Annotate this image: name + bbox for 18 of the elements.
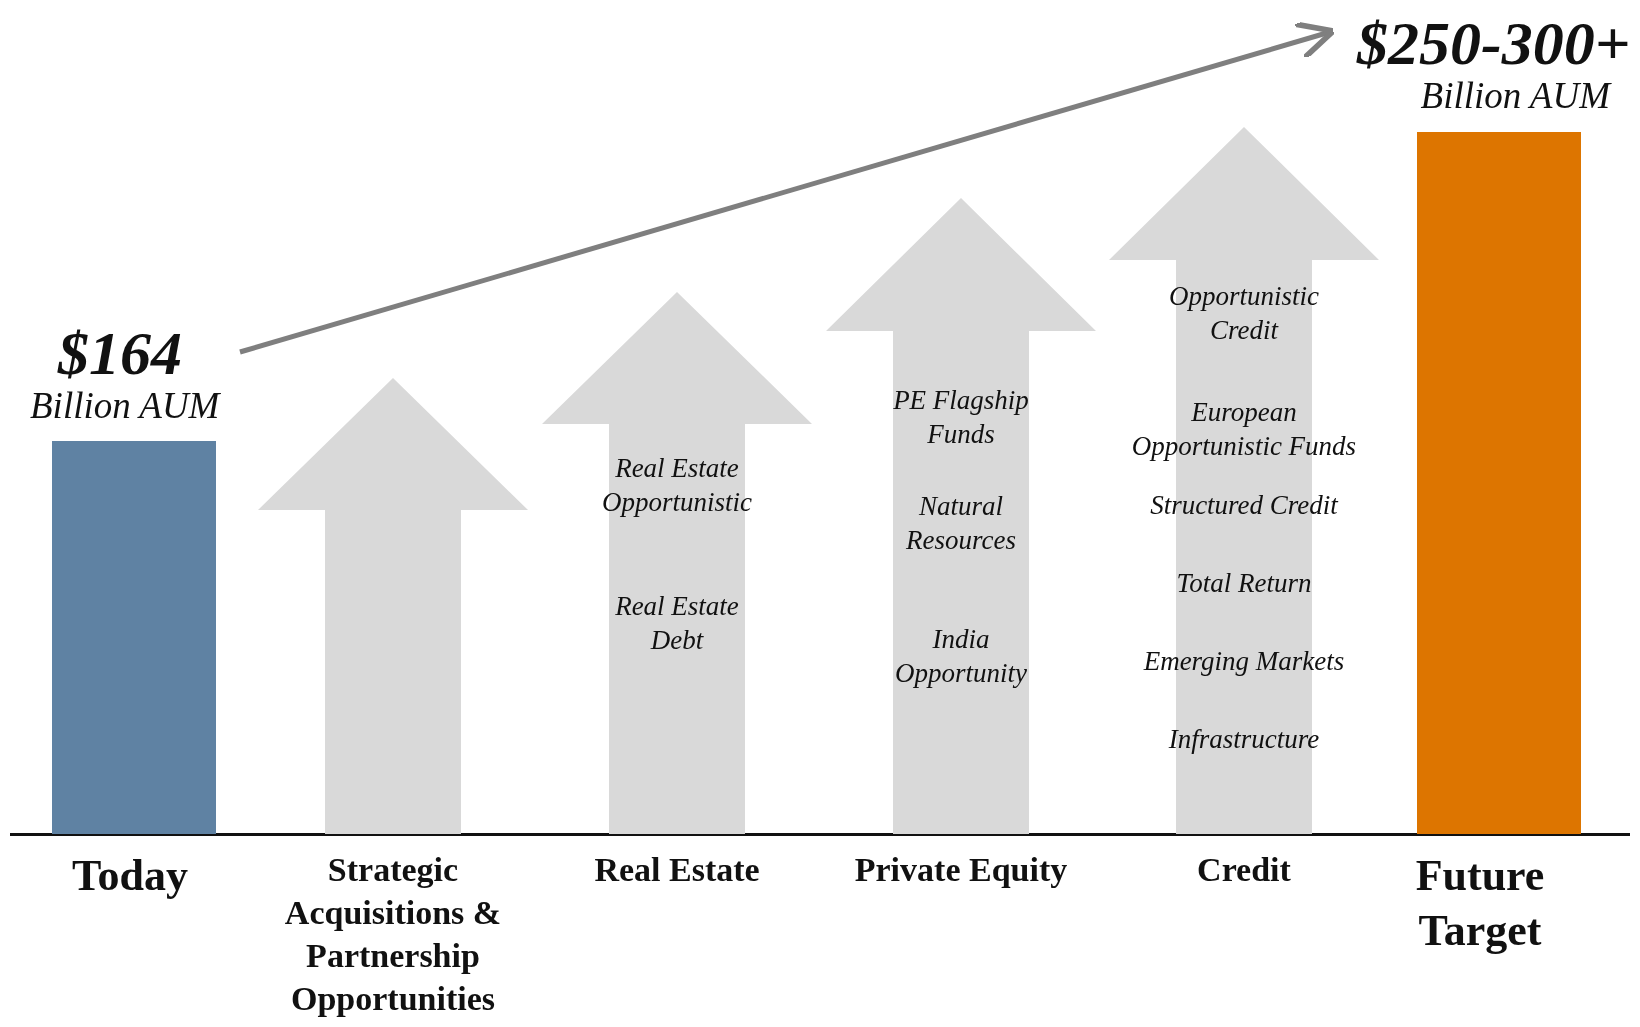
fund-label: Natural Resources — [905, 490, 1017, 557]
fund-label: Real Estate Opportunistic — [601, 452, 753, 519]
fund-label: European Opportunistic Funds — [1130, 396, 1358, 463]
fund-label: Total Return — [1175, 567, 1313, 600]
fund-label: Emerging Markets — [1142, 645, 1346, 678]
fund-label: PE Flagship Funds — [892, 384, 1030, 451]
category-label: Private Equity — [853, 850, 1069, 890]
category-label: Real Estate — [593, 850, 761, 890]
fund-label: Infrastructure — [1167, 723, 1321, 756]
fund-label: Opportunistic Credit — [1168, 280, 1320, 347]
fund-label: Structured Credit — [1149, 489, 1340, 522]
fund-label: India Opportunity — [894, 623, 1028, 690]
category-label: Today — [71, 850, 189, 902]
fund-label: Real Estate Debt — [614, 590, 740, 657]
category-label: Future Target — [1414, 850, 1546, 957]
category-label: Credit — [1196, 850, 1292, 890]
growth-arrow — [239, 21, 1337, 355]
category-label: Strategic Acquisitions & Partnership Opportunities — [283, 850, 503, 1019]
